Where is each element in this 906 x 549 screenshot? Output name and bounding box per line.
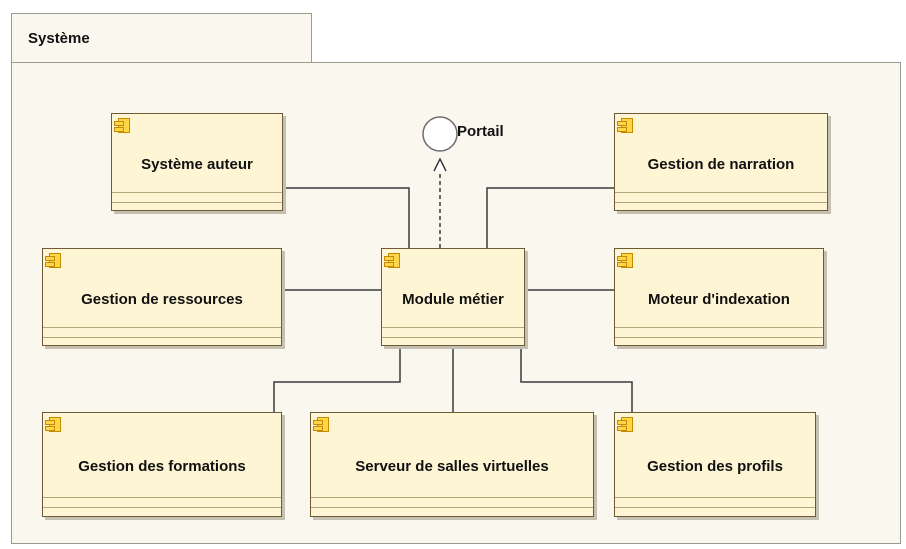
separator [615, 202, 827, 203]
component-icon [617, 118, 633, 133]
portail-interface-icon [422, 116, 458, 152]
component-gestion-formations[interactable]: Gestion des formations [42, 412, 282, 517]
component-label: Gestion de ressources [81, 291, 243, 308]
component-module-metier[interactable]: Module métier [381, 248, 525, 346]
component-gestion-ressources[interactable]: Gestion de ressources [42, 248, 282, 346]
component-label: Module métier [402, 291, 504, 308]
realization-arrowhead [433, 157, 447, 172]
separator [615, 192, 827, 193]
component-icon [617, 253, 633, 268]
component-gestion-narration[interactable]: Gestion de narration [614, 113, 828, 211]
connector-gestion-narration [486, 187, 614, 248]
component-systeme-auteur[interactable]: Système auteur [111, 113, 283, 211]
separator [615, 507, 815, 508]
component-icon [617, 417, 633, 432]
interface-label: Portail [457, 123, 504, 140]
separator [43, 497, 281, 498]
separator [43, 337, 281, 338]
separator [615, 337, 823, 338]
component-label: Moteur d'indexation [648, 291, 790, 308]
component-icon [313, 417, 329, 432]
separator [382, 327, 524, 328]
component-serveur-salles-virtuelles[interactable]: Serveur de salles virtuelles [310, 412, 594, 517]
separator [615, 497, 815, 498]
component-gestion-profils[interactable]: Gestion des profils [614, 412, 816, 517]
connector-systeme-auteur [283, 187, 410, 248]
component-label: Gestion des formations [78, 458, 246, 475]
component-label: Gestion de narration [647, 156, 795, 173]
component-icon [45, 417, 61, 432]
component-icon [114, 118, 130, 133]
component-label: Serveur de salles virtuelles [355, 458, 549, 475]
separator [112, 202, 282, 203]
connector-gestion-formations [273, 347, 401, 412]
package-title: Système [28, 30, 90, 47]
separator [43, 327, 281, 328]
separator [311, 507, 593, 508]
separator [382, 337, 524, 338]
separator [615, 327, 823, 328]
separator [112, 192, 282, 193]
component-label: Système auteur [141, 156, 253, 173]
component-icon [45, 253, 61, 268]
connector-gestion-profils [520, 347, 633, 412]
component-label: Gestion des profils [647, 458, 783, 475]
separator [311, 497, 593, 498]
package-tab [11, 13, 312, 63]
component-moteur-indexation[interactable]: Moteur d'indexation [614, 248, 824, 346]
component-icon [384, 253, 400, 268]
separator [43, 507, 281, 508]
